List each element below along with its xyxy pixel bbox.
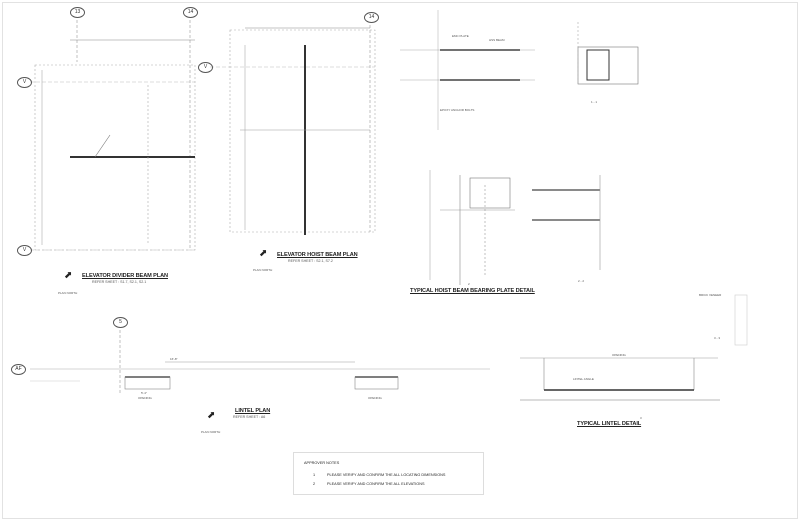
grid-bubble: 5	[113, 317, 128, 328]
grid-bubble: V	[198, 62, 213, 73]
north-label: PLAN NORTH	[201, 430, 221, 434]
section-label: 3 - 3	[714, 336, 721, 340]
note-text: PLEASE VERIFY AND CONFIRM THE ALL LOCATI…	[327, 473, 446, 477]
note-text: PLEASE VERIFY AND CONFIRM THE ALL ELEVAT…	[327, 482, 425, 486]
lintel-plan-title: LINTEL PLAN	[235, 408, 271, 414]
lintel-detail-lines	[520, 294, 748, 401]
bearing-detail-title: TYPICAL HOIST BEAM BEARING PLATE DETAIL	[410, 288, 535, 294]
beam-label: HSS BEAM	[489, 38, 505, 42]
detail-mark: 3	[640, 416, 642, 420]
north-arrow-icon: ⬈	[207, 410, 216, 421]
divider-plan-title: ELEVATOR DIVIDER BEAM PLAN	[82, 273, 168, 279]
detail-mark: 2	[468, 282, 470, 286]
grid-bubble: 14	[364, 12, 379, 23]
bearing-plate-detail-lines	[400, 10, 639, 285]
north-arrow-icon: ⬈	[259, 248, 268, 259]
note-number: 1	[313, 473, 316, 477]
span-dimension: 16'-8"	[170, 357, 178, 361]
opening-label: OPENING	[612, 353, 626, 357]
divider-plan-subtitle: REFER SHEET : S1.7, S2.1, S2.1	[92, 280, 147, 284]
approver-notes-heading: APPROVER NOTES	[304, 461, 340, 465]
grid-bubble: 13	[70, 7, 85, 18]
lintel-detail-title: TYPICAL LINTEL DETAIL	[577, 421, 642, 427]
anchor-label: EPOXY ANCHOR BOLTS	[440, 108, 475, 112]
opening-dimension: 5'-4"	[141, 391, 147, 395]
hoist-beam-plan-lines	[210, 25, 376, 235]
hoist-plan-title: ELEVATOR HOIST BEAM PLAN	[277, 252, 358, 258]
lintel-plan-lines	[30, 330, 490, 395]
lintel-angle-label: LINTEL ANGLE	[573, 377, 594, 381]
approver-notes-box: APPROVER NOTES 1 PLEASE VERIFY AND CONFI…	[293, 452, 484, 495]
hoist-plan-subtitle: REFER SHEET : S2.1, S7.2	[288, 259, 333, 263]
divider-beam-plan-lines	[30, 20, 196, 251]
note-number: 2	[313, 482, 316, 486]
opening-label: OPENING	[368, 396, 382, 400]
grid-bubble: V	[17, 77, 32, 88]
section-label: 1 - 1	[591, 100, 598, 104]
north-label: PLAN NORTH	[58, 291, 78, 295]
grid-bubble: 14	[183, 7, 198, 18]
north-label: PLAN NORTH	[253, 268, 273, 272]
section-label: 2 - 2	[578, 279, 585, 283]
grid-bubble: AF	[11, 364, 26, 375]
plate-label: EMC PLATE	[452, 34, 469, 38]
grid-bubble: V	[17, 245, 32, 256]
north-arrow-icon: ⬈	[64, 270, 73, 281]
lintel-plan-subtitle: REFER SHEET : A6	[233, 415, 266, 419]
opening-label: OPENING	[138, 396, 152, 400]
brick-label: BRICK VENEER	[699, 293, 722, 297]
